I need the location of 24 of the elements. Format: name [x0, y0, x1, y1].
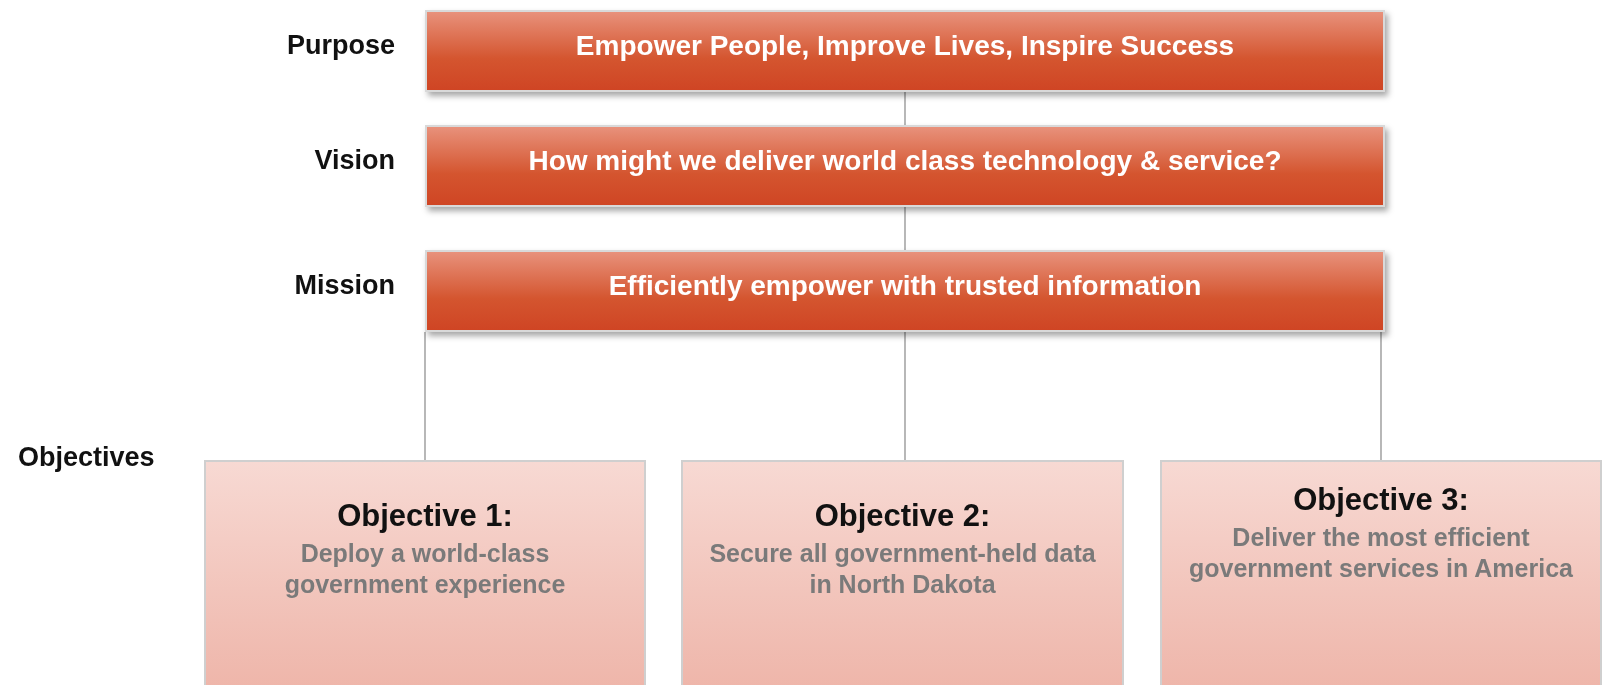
statement-box — [425, 125, 1385, 207]
statement-text: Efficiently empower with trusted information — [608, 270, 1202, 302]
objective-heading: Objective 1: — [337, 498, 513, 534]
objective-box — [204, 460, 646, 685]
level-label: Objectives — [18, 442, 155, 473]
level-label: Mission — [294, 270, 395, 301]
connector-line — [424, 331, 426, 461]
statement-text: How might we deliver world class technology & service? — [528, 145, 1282, 177]
objective-heading: Objective 3: — [1293, 482, 1469, 518]
level-label: Vision — [314, 145, 395, 176]
statement-box — [425, 250, 1385, 332]
connector-line — [904, 91, 906, 126]
connector-line — [904, 331, 906, 461]
connector-line — [1380, 331, 1382, 461]
objective-box — [1160, 460, 1602, 685]
connector-line — [904, 206, 906, 251]
objective-description: Deliver the most efficient government services in America — [1188, 522, 1574, 585]
objective-heading: Objective 2: — [814, 498, 991, 534]
statement-box — [425, 10, 1385, 92]
objective-box — [681, 460, 1124, 685]
objective-description: Secure all government-held data in North Dakota — [708, 538, 1097, 601]
statement-text: Empower People, Improve Lives, Inspire Success — [575, 30, 1235, 62]
objective-description: Deploy a world-class government experience — [283, 538, 567, 601]
level-label: Purpose — [286, 30, 395, 61]
